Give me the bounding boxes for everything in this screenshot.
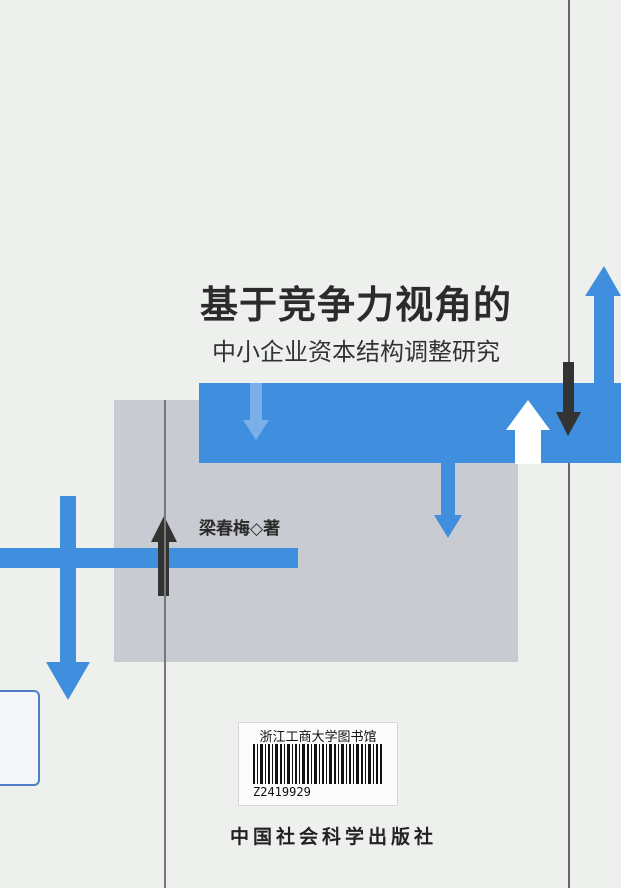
blue-bar-left-vertical	[60, 496, 76, 666]
blue-bar-left-horizontal	[0, 548, 298, 568]
down-arrow-blue-center-icon	[434, 515, 462, 538]
down-arrow-dark-icon	[556, 412, 581, 436]
library-name: 浙江工商大学图书馆	[259, 730, 377, 745]
book-title: 基于竞争力视角的	[200, 283, 513, 327]
library-sticker	[0, 690, 40, 786]
up-arrow-top-right-icon	[585, 266, 621, 296]
barcode-number: Z2419929	[253, 785, 311, 799]
vertical-rule-left	[164, 400, 166, 888]
down-arrow-left-icon	[46, 662, 90, 700]
book-author: 梁春梅◇著	[199, 519, 281, 539]
library-barcode-label: 浙江工商大学图书馆 Z2419929	[238, 722, 398, 806]
book-subtitle: 中小企业资本结构调整研究	[212, 338, 500, 366]
barcode-icon	[253, 744, 382, 784]
down-arrow-faint-icon	[243, 420, 269, 440]
up-arrow-white-icon	[506, 400, 550, 430]
publisher-name: 中国社会科学出版社	[230, 826, 438, 848]
blue-bar-right-vertical	[594, 290, 614, 388]
